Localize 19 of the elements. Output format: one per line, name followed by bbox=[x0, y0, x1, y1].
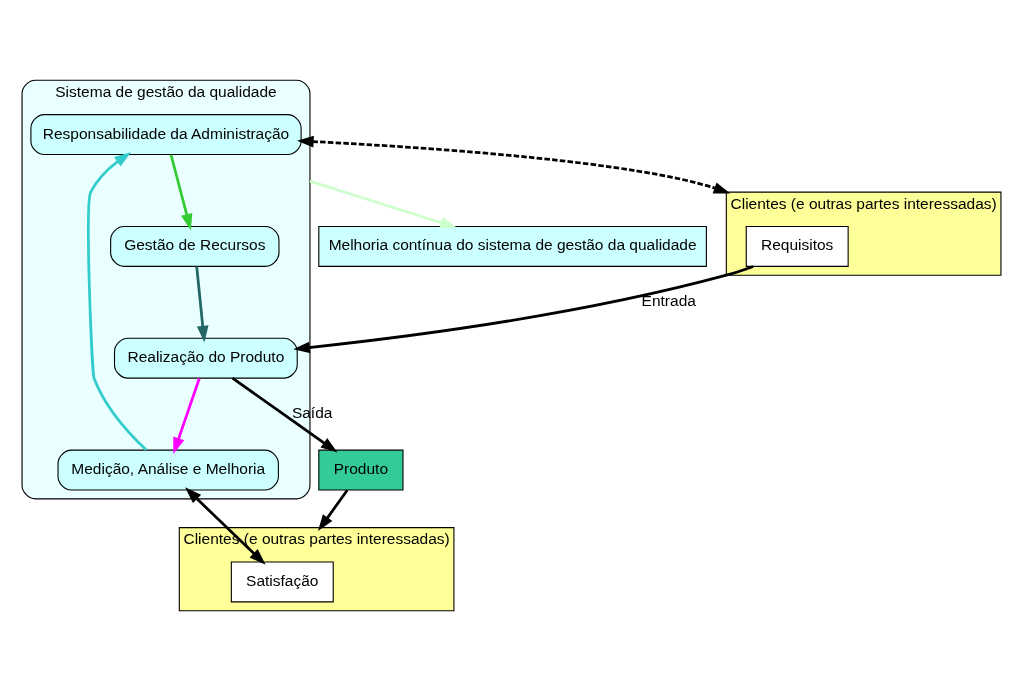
arrow bbox=[195, 266, 209, 343]
arrow bbox=[293, 265, 754, 354]
arrow bbox=[317, 489, 349, 532]
arrow bbox=[297, 135, 731, 194]
node-box: Melhoria contínua do sistema de gestão da qualidade bbox=[318, 225, 707, 267]
arrow bbox=[231, 377, 338, 453]
node-box: Responsabilidade da Administração bbox=[30, 114, 302, 156]
node-box: Requisitos bbox=[745, 225, 849, 267]
arrow bbox=[185, 487, 266, 565]
arrow bbox=[309, 179, 457, 229]
node-box: Satisfação bbox=[230, 561, 334, 603]
node-box: Gestão de Recursos bbox=[110, 225, 280, 267]
edge-label: Entrada bbox=[641, 292, 696, 310]
arrow bbox=[87, 152, 148, 451]
node-box: Produto bbox=[318, 449, 404, 491]
node-box: Realização do Produto bbox=[113, 337, 298, 379]
node-box: Medição, Análise e Melhoria bbox=[57, 449, 279, 491]
arrow bbox=[169, 154, 193, 231]
arrow bbox=[173, 378, 201, 455]
